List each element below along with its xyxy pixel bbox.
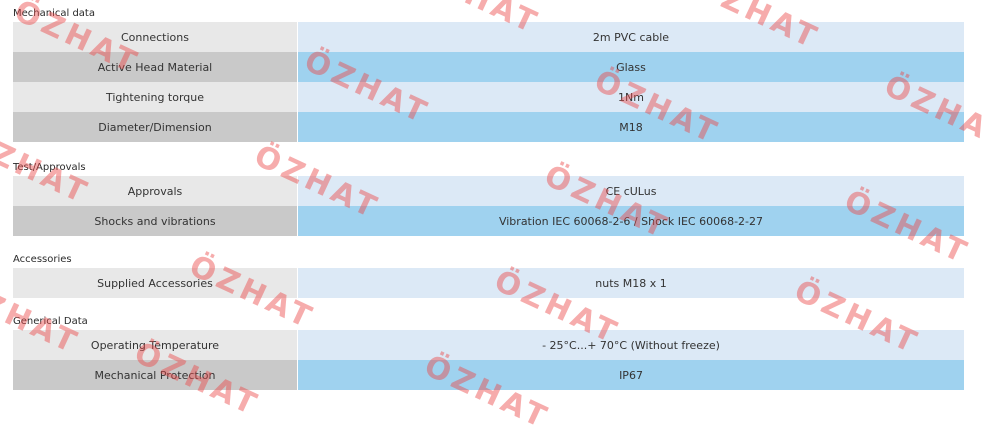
row-label: Diameter/Dimension <box>13 112 297 142</box>
section-accessories: Accessories Supplied Accessories nuts M1… <box>13 254 964 298</box>
table-row: Supplied Accessories nuts M18 x 1 <box>13 268 964 298</box>
row-value: CE cULus <box>297 176 964 206</box>
section-test-approvals: Test/Approvals Approvals CE cULus Shocks… <box>13 162 964 236</box>
table-row: Approvals CE cULus <box>13 176 964 206</box>
section-title: Accessories <box>13 254 72 265</box>
section-title: Mechanical data <box>13 8 95 19</box>
row-label: Mechanical Protection <box>13 360 297 390</box>
table-row: Tightening torque 1Nm <box>13 82 964 112</box>
table-row: Shocks and vibrations Vibration IEC 6006… <box>13 206 964 236</box>
row-label: Active Head Material <box>13 52 297 82</box>
row-label: Shocks and vibrations <box>13 206 297 236</box>
section-title: Generical Data <box>13 316 88 327</box>
table-row: Mechanical Protection IP67 <box>13 360 964 390</box>
section-title: Test/Approvals <box>13 162 86 173</box>
table-row: Active Head Material Glass <box>13 52 964 82</box>
row-value: nuts M18 x 1 <box>297 268 964 298</box>
table-row: Connections 2m PVC cable <box>13 22 964 52</box>
row-value: Glass <box>297 52 964 82</box>
row-label: Tightening torque <box>13 82 297 112</box>
row-label: Supplied Accessories <box>13 268 297 298</box>
row-label: Connections <box>13 22 297 52</box>
table-row: Diameter/Dimension M18 <box>13 112 964 142</box>
row-value: M18 <box>297 112 964 142</box>
section-mechanical-data: Mechanical data Connections 2m PVC cable… <box>13 8 964 142</box>
row-value: 1Nm <box>297 82 964 112</box>
row-value: IP67 <box>297 360 964 390</box>
row-value: Vibration IEC 60068-2-6 / Shock IEC 6006… <box>297 206 964 236</box>
row-value: 2m PVC cable <box>297 22 964 52</box>
section-generical-data: Generical Data Operating Temperature - 2… <box>13 316 964 390</box>
row-label: Approvals <box>13 176 297 206</box>
table-row: Operating Temperature - 25°C...+ 70°C (W… <box>13 330 964 360</box>
row-value: - 25°C...+ 70°C (Without freeze) <box>297 330 964 360</box>
row-label: Operating Temperature <box>13 330 297 360</box>
